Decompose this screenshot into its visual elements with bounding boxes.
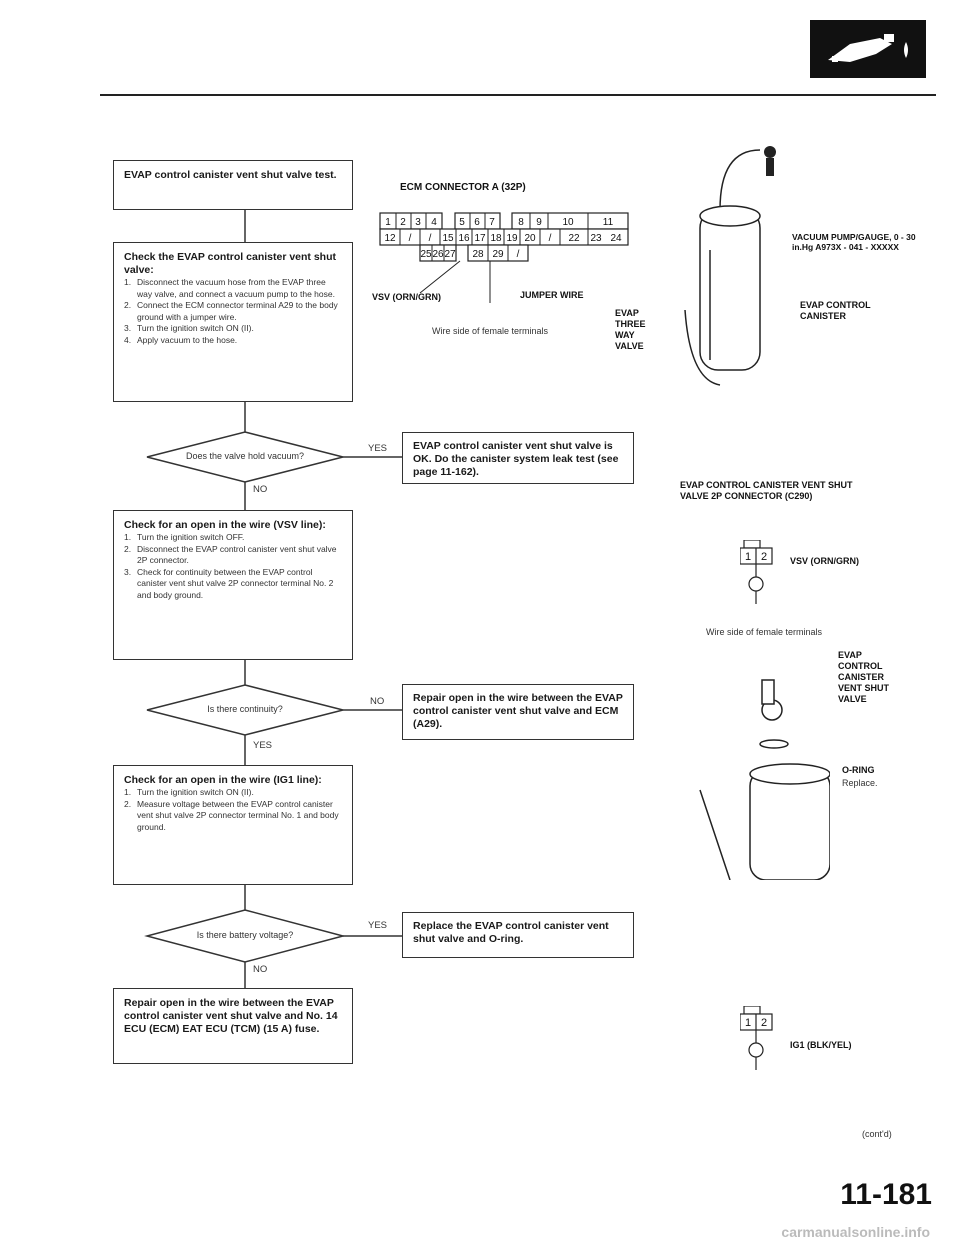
flow-result1-text: EVAP control canister vent shut valve is… xyxy=(413,440,619,478)
ecm-pin-label: 4 xyxy=(431,217,437,228)
flow-step1-title: Check the EVAP control canister vent shu… xyxy=(124,251,336,276)
ecm-pin-label: 12 xyxy=(384,233,396,244)
ecm-pin-label: 27 xyxy=(444,249,456,260)
ig1-pin-2: 2 xyxy=(761,1017,767,1029)
vent-valve-label: EVAP CONTROL CANISTER VENT SHUT VALVE xyxy=(838,650,890,704)
ecm-pin-label: 22 xyxy=(568,233,580,244)
vent-connector-diagram: 1 2 xyxy=(740,540,773,604)
flow-start-text: EVAP control canister vent shut valve te… xyxy=(124,169,337,181)
list-item: 3.Turn the ignition switch ON (II). xyxy=(124,323,254,333)
list-item: 2.Connect the ECM connector terminal A29… xyxy=(124,300,338,322)
ecm-jumper-label: JUMPER WIRE xyxy=(520,290,584,300)
ecm-pin-label: / xyxy=(429,233,432,244)
flow-final-text: Repair open in the wire between the EVAP… xyxy=(124,997,338,1035)
ig1-label: IG1 (BLK/YEL) xyxy=(790,1040,852,1050)
flow-step3-box: Check for an open in the wire (IG1 line)… xyxy=(113,765,353,885)
ecm-pin-label: / xyxy=(409,233,412,244)
ecm-pin-label: 26 xyxy=(432,249,444,260)
fuel-pump-icon xyxy=(810,20,926,78)
ecm-pin-label: 5 xyxy=(459,217,465,228)
ecm-pin-label: 2 xyxy=(400,217,406,228)
decision2-yes: YES xyxy=(253,740,273,751)
ig1-pin-1: 1 xyxy=(745,1017,751,1029)
flow-result3-box: Replace the EVAP control canister vent s… xyxy=(402,912,634,958)
flow-final-box: Repair open in the wire between the EVAP… xyxy=(113,988,353,1064)
flow-result1-box: EVAP control canister vent shut valve is… xyxy=(402,432,634,484)
ecm-pin-label: 20 xyxy=(524,233,536,244)
vent-vsv-label: VSV (ORN/GRN) xyxy=(790,556,860,566)
ecm-pin-label: / xyxy=(517,249,520,260)
decision-diamond-1 xyxy=(146,431,344,483)
flow-result3-text: Replace the EVAP control canister vent s… xyxy=(413,920,609,945)
ecm-pin-label: 24 xyxy=(610,233,622,244)
ecm-pin-label: 16 xyxy=(458,233,470,244)
flow-step1-box: Check the EVAP control canister vent shu… xyxy=(113,242,353,402)
ecm-pin-label: 11 xyxy=(603,217,614,228)
vent-connector-title: EVAP CONTROL CANISTER VENT SHUT VALVE 2P… xyxy=(680,480,853,501)
ecm-pin-label: 7 xyxy=(489,217,495,228)
ig1-connector-diagram: 1 2 xyxy=(740,1006,773,1070)
list-item: 4.Apply vacuum to the hose. xyxy=(124,334,238,345)
flow-step1-list: 1.Disconnect the vacuum hose from the EV… xyxy=(124,277,342,346)
ecm-connector-diagram: 1 2 3 4 5 6 7 8 9 10 11 12 / / 15 16 17 … xyxy=(379,212,629,303)
decision2-question: Is there continuity? xyxy=(207,704,283,714)
decision3-question: Is there battery voltage? xyxy=(196,930,294,940)
three-way-valve-label: EVAP THREE WAY VALVE xyxy=(615,308,646,351)
vent-pin-1: 1 xyxy=(745,551,751,563)
ecm-vsv-label: VSV (ORN/GRN) xyxy=(372,292,442,302)
header-rule xyxy=(100,94,936,96)
ecm-pin-label: 25 xyxy=(420,249,432,260)
watermark: carmanualsonline.info xyxy=(781,1224,930,1240)
ecm-pin-label: 8 xyxy=(518,217,524,228)
ecm-caption: Wire side of female terminals xyxy=(432,326,549,336)
flow-start-box: EVAP control canister vent shut valve te… xyxy=(113,160,353,210)
decision2-no: NO xyxy=(370,696,385,707)
ecm-connector-title: ECM CONNECTOR A (32P) xyxy=(400,182,526,193)
flow-step2-list: 1.Turn the ignition switch OFF. 2.Discon… xyxy=(124,532,342,601)
contd-label: (cont'd) xyxy=(862,1129,892,1139)
list-item: 2.Measure voltage between the EVAP contr… xyxy=(124,798,339,832)
decision3-no: NO xyxy=(253,964,268,975)
ecm-pin-label: 3 xyxy=(415,217,421,228)
ecm-pin-label: 9 xyxy=(536,217,542,228)
ecm-pin-label: 1 xyxy=(385,217,391,228)
vacuum-pump-label: VACUUM PUMP/GAUGE, 0 - 30 in.Hg A973X - … xyxy=(792,232,916,252)
decision3-yes: YES xyxy=(368,920,388,931)
flow-step2-box: Check for an open in the wire (VSV line)… xyxy=(113,510,353,660)
ecm-pin-label: 17 xyxy=(474,233,486,244)
ecm-pin-label: 23 xyxy=(590,233,602,244)
list-item: 1.Turn the ignition switch OFF. xyxy=(124,532,245,542)
canister-label: EVAP CONTROL CANISTER xyxy=(800,300,871,321)
decision-diamond-3 xyxy=(144,909,346,963)
ecm-pin-label: 10 xyxy=(562,217,574,228)
decision1-yes: YES xyxy=(368,443,388,454)
decision1-question: Does the valve hold vacuum? xyxy=(185,451,305,461)
flow-result2-box: Repair open in the wire between the EVAP… xyxy=(402,684,634,740)
list-item: 1.Disconnect the vacuum hose from the EV… xyxy=(124,277,335,299)
vent-caption: Wire side of female terminals xyxy=(706,627,823,637)
ecm-pin-label: 28 xyxy=(472,249,484,260)
ecm-pin-label: 18 xyxy=(490,233,502,244)
list-item: 3.Check for continuity between the EVAP … xyxy=(124,566,334,600)
oring-note: Replace. xyxy=(842,778,878,788)
ecm-pin-label: 19 xyxy=(506,233,518,244)
ecm-pin-label: 15 xyxy=(442,233,454,244)
vent-pin-2: 2 xyxy=(761,551,767,563)
list-item: 2.Disconnect the EVAP control canister v… xyxy=(124,543,337,566)
decision1-no: NO xyxy=(253,484,268,495)
valve-oring-illustration xyxy=(699,679,830,880)
ecm-pin-label: 6 xyxy=(474,217,480,228)
flow-step3-title: Check for an open in the wire (IG1 line)… xyxy=(124,774,322,786)
page-number: 11-181 xyxy=(840,1178,932,1211)
ecm-pin-label: / xyxy=(549,233,552,244)
flow-result2-text: Repair open in the wire between the EVAP… xyxy=(413,692,623,730)
list-item: 1.Turn the ignition switch ON (II). xyxy=(124,787,254,797)
oring-label: O-RING xyxy=(842,765,875,775)
flow-step2-title: Check for an open in the wire (VSV line)… xyxy=(124,519,326,531)
vacuum-canister-illustration xyxy=(684,146,776,386)
flow-step3-list: 1.Turn the ignition switch ON (II). 2.Me… xyxy=(124,787,342,833)
decision-diamond-2 xyxy=(146,684,344,736)
ecm-pin-label: 29 xyxy=(492,249,504,260)
